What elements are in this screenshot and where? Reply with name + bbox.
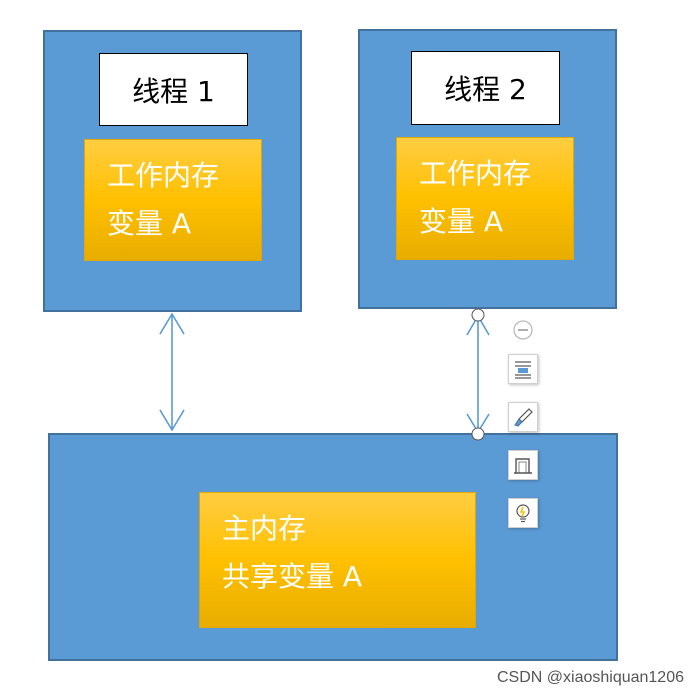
minus-circle-icon[interactable] [512, 319, 534, 341]
thread-1-title: 线程 1 [99, 53, 248, 126]
main-memory-label: 主内存 [222, 512, 307, 545]
thread-2-work-memory: 工作内存 变量 A [396, 137, 574, 260]
watermark: CSDN @xiaoshiquan1206 [496, 669, 684, 686]
fill-shape-icon [514, 458, 532, 474]
thread-1-work-memory-label: 工作内存 [107, 159, 220, 192]
thread-2-title-text: 线程 2 [444, 73, 527, 106]
layout-options-button[interactable] [508, 354, 538, 384]
selection-handle-bottom[interactable] [471, 427, 485, 441]
arrow-thread2-main[interactable] [466, 314, 490, 434]
layout-options-icon [515, 361, 531, 379]
style-brush-button[interactable] [508, 402, 538, 432]
selection-handle-top[interactable] [471, 308, 485, 322]
style-brush-icon [514, 408, 533, 427]
shared-variable-label: 共享变量 A [222, 560, 363, 593]
thread-1-title-text: 线程 1 [132, 74, 215, 108]
thread-1-variable-label: 变量 A [107, 207, 192, 240]
thread-2-title: 线程 2 [411, 51, 560, 125]
fill-shape-button[interactable] [508, 450, 538, 480]
main-memory-variable-box: 主内存 共享变量 A [199, 492, 476, 628]
thread-1-work-memory: 工作内存 变量 A [84, 139, 262, 261]
thread-2-work-memory-label: 工作内存 [419, 157, 532, 190]
thread-2-variable-label: 变量 A [419, 205, 504, 238]
arrow-thread1-main[interactable] [159, 312, 185, 432]
lightbulb-icon [516, 504, 530, 523]
ideas-button[interactable] [508, 498, 538, 528]
